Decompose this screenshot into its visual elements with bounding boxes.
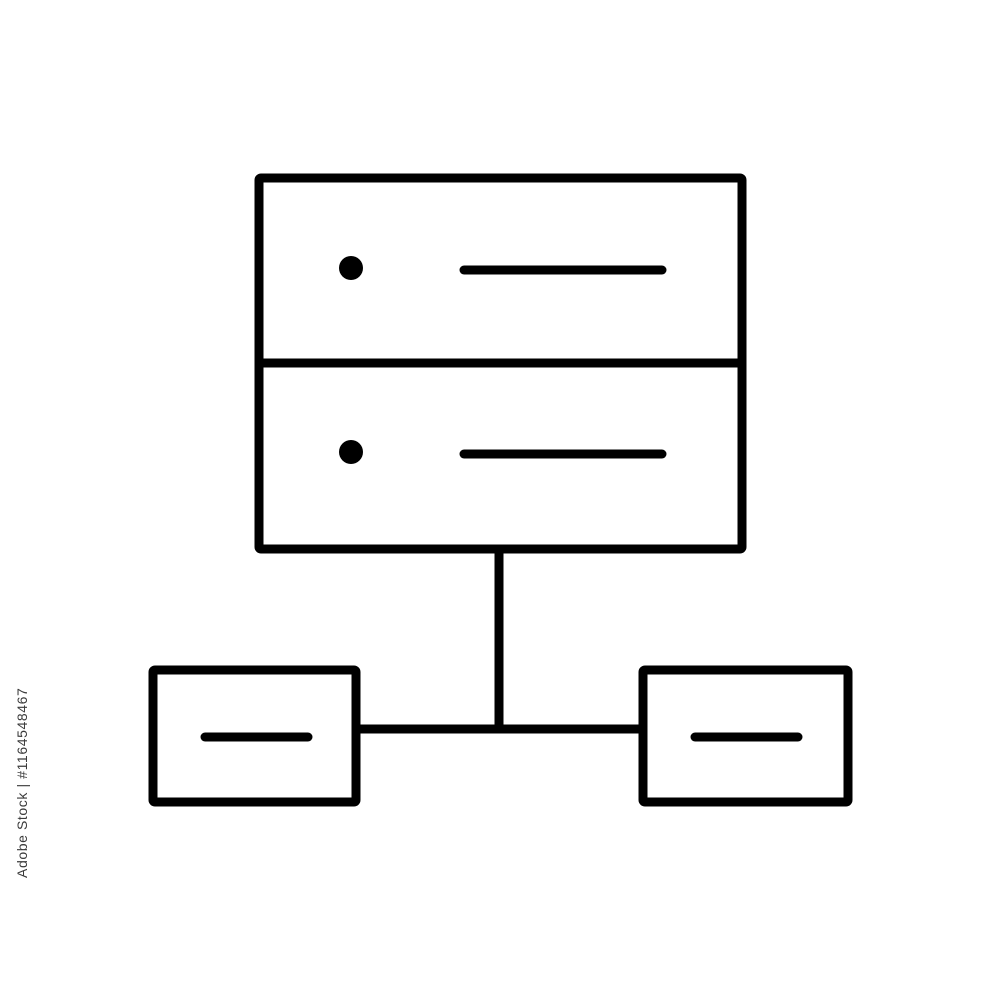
client-device-right xyxy=(638,665,853,807)
stock-id-watermark: Adobe Stock | #1164548467 xyxy=(14,687,30,878)
client-device-left xyxy=(148,665,361,807)
server-unit-2-indicator-light xyxy=(339,440,363,464)
server-unit-1-indicator-light xyxy=(339,256,363,280)
